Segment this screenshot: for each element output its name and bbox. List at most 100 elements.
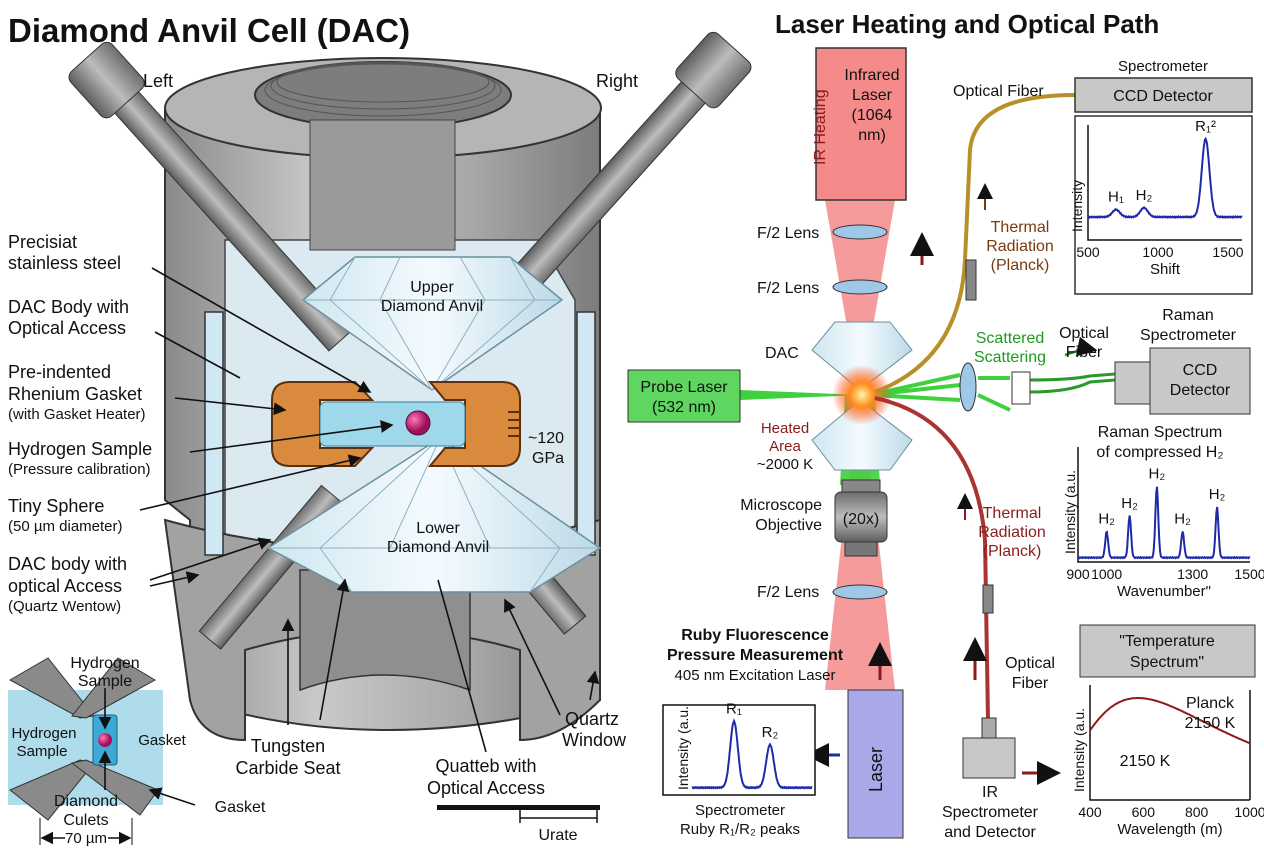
ir-laser-label-2: Laser — [852, 87, 893, 104]
inset-gasket-outer: Gasket — [215, 799, 266, 816]
scale-label: Urate — [538, 827, 577, 844]
heated-spot — [832, 365, 892, 425]
label-body-quartz-3: (Quartz Wentow) — [8, 598, 121, 615]
dac-diamonds — [811, 321, 913, 471]
label-quartz-window: Quartz — [565, 709, 619, 729]
bolts — [68, 31, 752, 650]
thermal-bottom-label-2: Radiation — [978, 524, 1046, 541]
label-sphere: Tiny Sphere — [8, 496, 104, 516]
probe-laser-box — [627, 369, 741, 423]
curve-temp-annotation: 2150 K — [1120, 753, 1171, 770]
quartz-window-right — [576, 311, 596, 556]
dac-label: DAC — [765, 345, 799, 362]
peak-label: H₂ — [1209, 486, 1226, 503]
peak-label: H₂ — [1149, 465, 1166, 482]
inset-culets-2: Culets — [63, 812, 108, 829]
bolt-right-label: Right — [596, 71, 638, 91]
scale-bar: Urate — [437, 805, 600, 844]
raman-ccd-box — [1149, 347, 1251, 415]
inset-culets: Diamond — [54, 793, 118, 810]
label-sphere-2: (50 µm diameter) — [8, 518, 123, 535]
microscope-objective: (20x) — [834, 479, 888, 557]
label-lower-anvil: Lower — [416, 520, 460, 537]
label-seat-2: Carbide Seat — [235, 758, 340, 778]
x-tick-label: 500 — [1076, 244, 1100, 260]
label-body-optical-2: Optical Access — [8, 318, 126, 338]
raman-spectrometer-label-2: Spectrometer — [1140, 327, 1237, 344]
temperature-box — [1079, 624, 1256, 678]
inset-hydrogen-left: Hydrogen — [11, 725, 76, 742]
quartz-window-left — [204, 311, 224, 556]
temperature-box-label: "Temperature — [1119, 633, 1215, 650]
chart-axes — [1089, 685, 1250, 801]
x-tick-label: 1000 — [1091, 566, 1122, 582]
label-gasket: Pre-indented — [8, 362, 111, 382]
ccd-detector-box — [1074, 77, 1253, 113]
chart-axes — [1077, 447, 1250, 563]
ruby-title: Ruby Fluorescence — [681, 627, 829, 644]
thermal-top-label-2: Radiation — [986, 238, 1054, 255]
laser-box — [847, 689, 904, 839]
label-hydrogen-2: (Pressure calibration) — [8, 461, 151, 478]
inset-gasket-right: Gasket — [138, 732, 186, 749]
ruby-title-2: Pressure Measurement — [667, 647, 844, 664]
peak-label: R₁ — [726, 700, 742, 717]
label-quartz-window-2: Window — [562, 730, 627, 750]
x-tick-label: 1000 — [1234, 804, 1264, 820]
fiber-coupler — [1011, 371, 1031, 405]
optical-fiber-bottom-label: Optical — [1005, 655, 1055, 672]
ruby-caption-2: Ruby R₁/R₂ peaks — [680, 821, 800, 838]
x-tick-label: 1500 — [1234, 566, 1264, 582]
y-axis-label: Intensity (a.u. — [1071, 708, 1087, 792]
x-tick-label: 800 — [1185, 804, 1209, 820]
tiny-sphere — [405, 410, 431, 436]
ir-laser-label: Infrared — [844, 67, 899, 84]
raman-ccd-label: CCD — [1183, 362, 1218, 379]
y-axis-label: Intensity (a.u. — [675, 706, 691, 790]
lens-label-1: F/2 Lens — [757, 225, 819, 242]
planck-curve — [1089, 697, 1251, 745]
optical-fiber-bottom — [874, 396, 990, 721]
optical-fiber-raman — [1029, 372, 1116, 394]
label-seat: Tungsten — [251, 736, 325, 756]
scattered-label: Scattered — [976, 330, 1044, 347]
label-lower-anvil-2: Diamond Anvil — [387, 539, 489, 556]
x-tick-label: 1500 — [1212, 244, 1243, 260]
lens-2 — [832, 279, 888, 295]
peak-label: H₁ — [1108, 189, 1124, 206]
label-body-quartz: DAC body with — [8, 554, 127, 574]
ir-laser-label-4: nm) — [858, 127, 886, 144]
left-leader-lines — [139, 267, 600, 753]
inset-hydrogen-left-2: Sample — [17, 743, 68, 760]
raman-spectrometer-label: Raman — [1162, 307, 1214, 324]
peak-label: H₂ — [1136, 187, 1153, 204]
x-tick-label: 1000 — [1142, 244, 1173, 260]
right-title: Laser Heating and Optical Path — [775, 9, 1159, 39]
lenses — [832, 224, 977, 600]
label-body-quartz-2: optical Access — [8, 576, 122, 596]
raman-chart-title: Raman Spectrum — [1098, 424, 1223, 441]
raman-chart-title-2: of compressed H₂ — [1096, 444, 1223, 461]
peak-label: H₂ — [1121, 495, 1138, 512]
planck-temp-annotation: 2150 K — [1185, 715, 1236, 732]
optical-fiber-top-label: Optical Fiber — [953, 83, 1044, 100]
x-axis-label: Shift — [1150, 261, 1181, 278]
thermal-top-label: Thermal — [991, 219, 1050, 236]
left-labels: Precisiat stainless steel DAC Body with … — [8, 232, 627, 798]
objective-label-2: Objective — [755, 517, 822, 534]
label-gasket-3: (with Gasket Heater) — [8, 406, 146, 423]
ir-heating-label: IR Heating — [812, 89, 829, 165]
temperature-box-label-2: Spectrum" — [1130, 654, 1204, 671]
label-pressure-2: GPa — [532, 450, 564, 467]
upper-diamond-anvil — [301, 256, 564, 391]
chart-axes — [1087, 125, 1242, 241]
ir-laser-label-3: (1064 — [852, 107, 893, 124]
collection-lens — [959, 362, 977, 412]
label-steel: Precisiat — [8, 232, 77, 252]
ccd-detector-label: CCD Detector — [1113, 88, 1213, 105]
ir-spectrometer-box — [962, 737, 1016, 779]
inset-hydrogen-top-2: Sample — [78, 673, 132, 690]
